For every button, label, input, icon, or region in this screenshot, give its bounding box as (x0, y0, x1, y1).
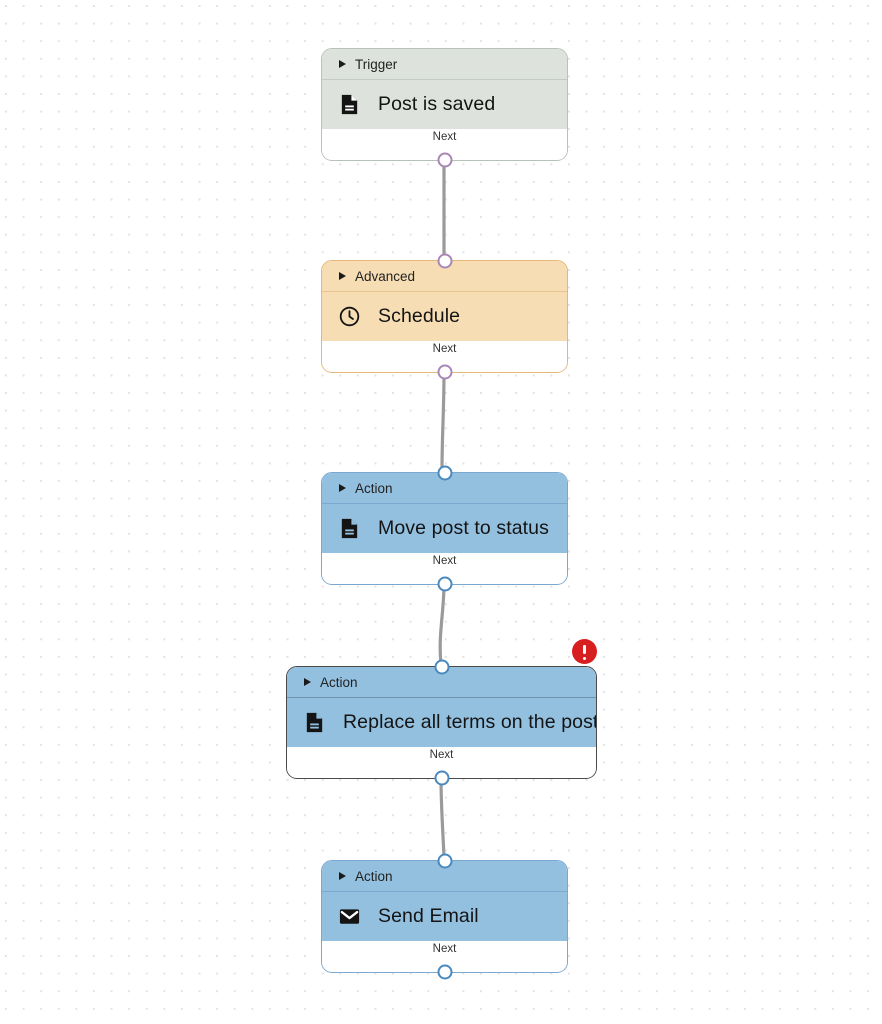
node-category-label: Advanced (355, 268, 416, 284)
node-footer-label: Next (429, 749, 454, 761)
node-body[interactable]: Replace all terms on the post (287, 698, 596, 747)
node-inner: Advanced Schedule Next (322, 261, 567, 372)
node-title: Replace all terms on the post (343, 711, 596, 733)
output-port[interactable] (437, 364, 452, 380)
input-port[interactable] (437, 853, 452, 869)
node-title: Schedule (378, 305, 461, 327)
chevron-right-icon[interactable] (339, 60, 346, 68)
node-inner: Action Send Email Next (322, 861, 567, 972)
wire-action-move-to-action-replace (438, 582, 446, 666)
node-action-move-post-to-status[interactable]: Action Move post to status Next (321, 465, 568, 592)
node-footer-label: Next (432, 555, 457, 567)
node-inner: Action Move post to status Next (322, 473, 567, 584)
output-port[interactable] (437, 152, 452, 168)
node-body[interactable]: Schedule (322, 292, 567, 341)
chevron-right-icon[interactable] (339, 872, 346, 880)
wire-advanced-to-action-move (440, 370, 446, 472)
node-body[interactable]: Move post to status (322, 504, 567, 553)
input-port[interactable] (437, 465, 452, 481)
node-footer-label: Next (432, 943, 457, 955)
node-title: Send Email (378, 905, 479, 927)
node-action-replace-all-terms-on-the-post[interactable]: Action Replace all terms on the post Nex… (286, 639, 597, 786)
chevron-right-icon[interactable] (339, 272, 346, 280)
node-category-label: Action (355, 480, 393, 496)
chevron-right-icon[interactable] (339, 484, 346, 492)
input-port[interactable] (434, 659, 450, 675)
node-inner: Action Replace all terms on the post Nex… (287, 667, 596, 778)
document-icon (306, 712, 323, 733)
exclamation-icon (582, 645, 587, 661)
node-inner: Trigger Post is saved Next (322, 49, 567, 160)
node-footer[interactable]: Next (322, 941, 567, 971)
output-port[interactable] (434, 770, 450, 786)
error-badge[interactable] (572, 639, 597, 664)
node-footer-label: Next (432, 131, 457, 143)
node-footer-label: Next (432, 343, 457, 355)
node-body[interactable]: Post is saved (322, 80, 567, 129)
document-icon (341, 518, 358, 539)
envelope-icon (339, 909, 360, 924)
node-title: Move post to status (378, 517, 549, 539)
output-port[interactable] (437, 964, 452, 980)
node-category-label: Action (320, 674, 358, 690)
node-action-send-email[interactable]: Action Send Email Next (321, 853, 568, 980)
node-advanced-schedule[interactable]: Advanced Schedule Next (321, 253, 568, 380)
output-port[interactable] (437, 576, 452, 592)
input-port[interactable] (437, 253, 452, 269)
node-category-label: Trigger (355, 56, 398, 72)
node-category-label: Action (355, 868, 393, 884)
node-trigger-post-is-saved[interactable]: Trigger Post is saved Next (321, 48, 568, 168)
wire-action-replace-to-send-email (439, 776, 446, 860)
node-header[interactable]: Trigger (322, 49, 567, 80)
node-title: Post is saved (378, 93, 496, 115)
document-icon (341, 94, 358, 115)
node-body[interactable]: Send Email (322, 892, 567, 941)
chevron-right-icon[interactable] (304, 678, 311, 686)
clock-icon (339, 306, 360, 327)
